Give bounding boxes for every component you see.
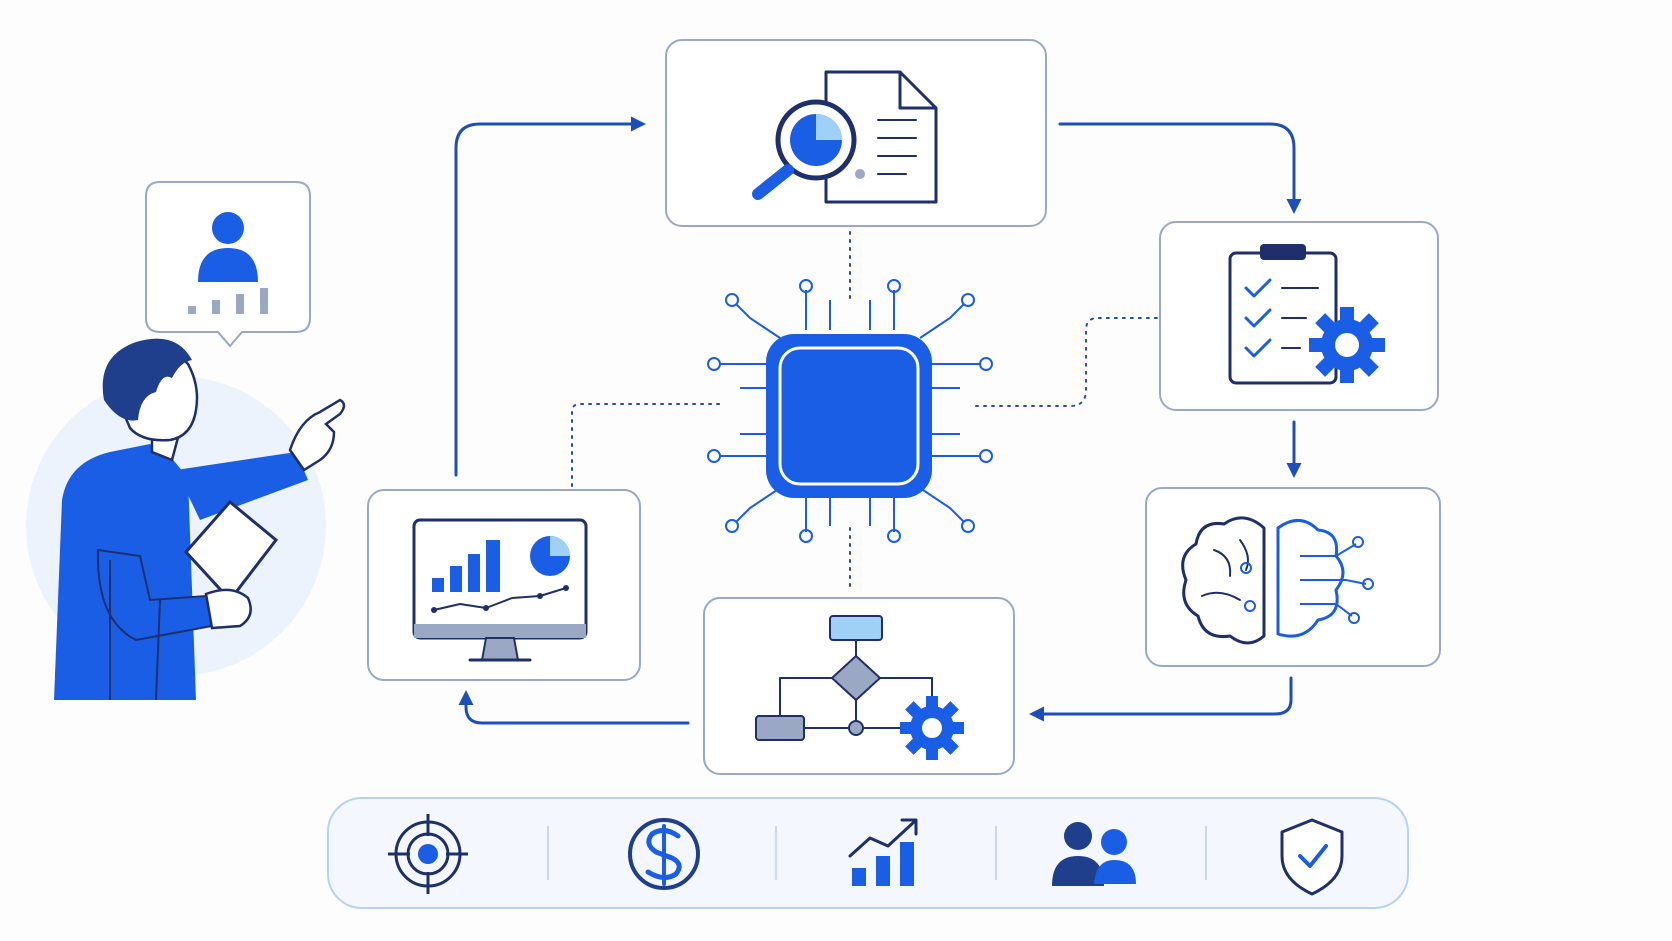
- presenter-figure: [26, 181, 346, 701]
- user-metrics-icon: [188, 212, 268, 314]
- chip-pins: [707, 279, 993, 543]
- benefits-bar: [327, 797, 1409, 909]
- team-icon: [1052, 822, 1136, 886]
- target-icon: [388, 814, 468, 894]
- processor-chip-icon: [766, 334, 932, 498]
- flow-arrows: [454, 116, 1302, 725]
- checklist-settings-card: [1159, 221, 1439, 411]
- ai-brain-card: [1145, 487, 1441, 667]
- brain-circuit-icon: [1181, 516, 1374, 645]
- magnifier-report-icon: [752, 70, 938, 204]
- growth-chart-icon: [848, 818, 918, 886]
- dotted-connectors: [571, 231, 1159, 593]
- speech-bubble: [145, 181, 311, 348]
- monitor-chart-icon: [412, 518, 588, 662]
- dashboard-card: [367, 489, 641, 681]
- shield-check-icon: [1280, 818, 1344, 896]
- presenter-with-tablet: [54, 338, 346, 701]
- report-analysis-card: [665, 39, 1047, 227]
- dollar-icon: [628, 818, 700, 890]
- ai-chip: [707, 279, 993, 543]
- workflow-card: [703, 597, 1015, 775]
